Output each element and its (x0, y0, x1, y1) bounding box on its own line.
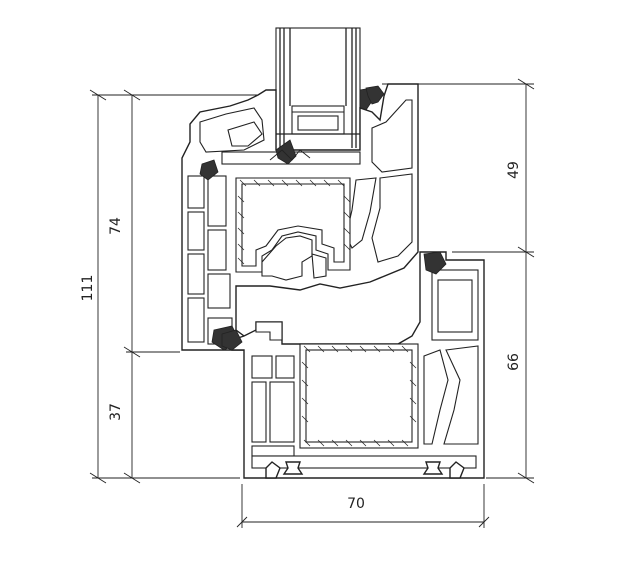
sash-seal-detail (269, 149, 311, 161)
frame-rebate (255, 321, 283, 341)
sash-steel-hatch (237, 179, 351, 265)
spacer-chamber (297, 115, 339, 131)
frame-steel-inner (305, 349, 413, 443)
frame-foot-clip-left (265, 461, 281, 479)
frame-steel-hatch (301, 345, 417, 447)
frame-top-gasket (423, 251, 447, 275)
sash-chamber-outer-1 (371, 99, 413, 173)
sash-chamber-left-6 (207, 229, 227, 271)
label-sash-upper: 49 (506, 161, 522, 179)
dimension-labels: 111 74 37 49 66 70 (80, 161, 522, 512)
sash-profile (181, 83, 419, 351)
frame-profile (221, 251, 485, 479)
dimension-lines (89, 78, 535, 528)
frame-foot-left (282, 461, 304, 475)
glazing-unit (265, 27, 377, 151)
sash-top-gasket (365, 85, 385, 105)
sash-chamber-left-1 (187, 175, 205, 209)
frame-chamber-6 (423, 349, 449, 445)
sash-chamber-outer-2 (371, 173, 413, 263)
sash-chamber-left-5 (207, 175, 227, 227)
sash-chamber-left-2 (187, 211, 205, 251)
sash-hardware-groove-2 (311, 253, 327, 279)
sash-steel-inner (241, 183, 345, 267)
frame-chamber-1 (251, 355, 273, 379)
sash-chamber-left-4 (187, 297, 205, 343)
frame-foot-clip-right (449, 461, 465, 479)
frame-foot-right (422, 461, 444, 475)
label-frame-visible: 37 (108, 403, 124, 421)
label-frame-depth: 70 (347, 496, 365, 512)
label-sash-height: 74 (108, 217, 124, 235)
frame-base-chamber (251, 455, 477, 469)
sash-chamber-left-3 (187, 253, 205, 295)
sash-chamber-left-7 (207, 273, 231, 309)
sash-chamber-top-inner (227, 121, 263, 147)
frame-inner-gasket (221, 329, 243, 351)
frame-chamber-2 (275, 355, 295, 379)
frame-chamber-5 (251, 445, 295, 457)
sash-left-gasket (199, 159, 219, 181)
frame-chamber-3 (251, 381, 267, 443)
label-frame-lower: 66 (506, 353, 522, 371)
label-total-height: 111 (80, 275, 96, 302)
frame-chamber-4 (269, 381, 295, 443)
sash-chamber-outer-3 (345, 177, 377, 249)
frame-chamber-top-inner (437, 279, 473, 333)
frame-chamber-7 (443, 345, 479, 445)
sash-hardware-groove (261, 235, 313, 281)
